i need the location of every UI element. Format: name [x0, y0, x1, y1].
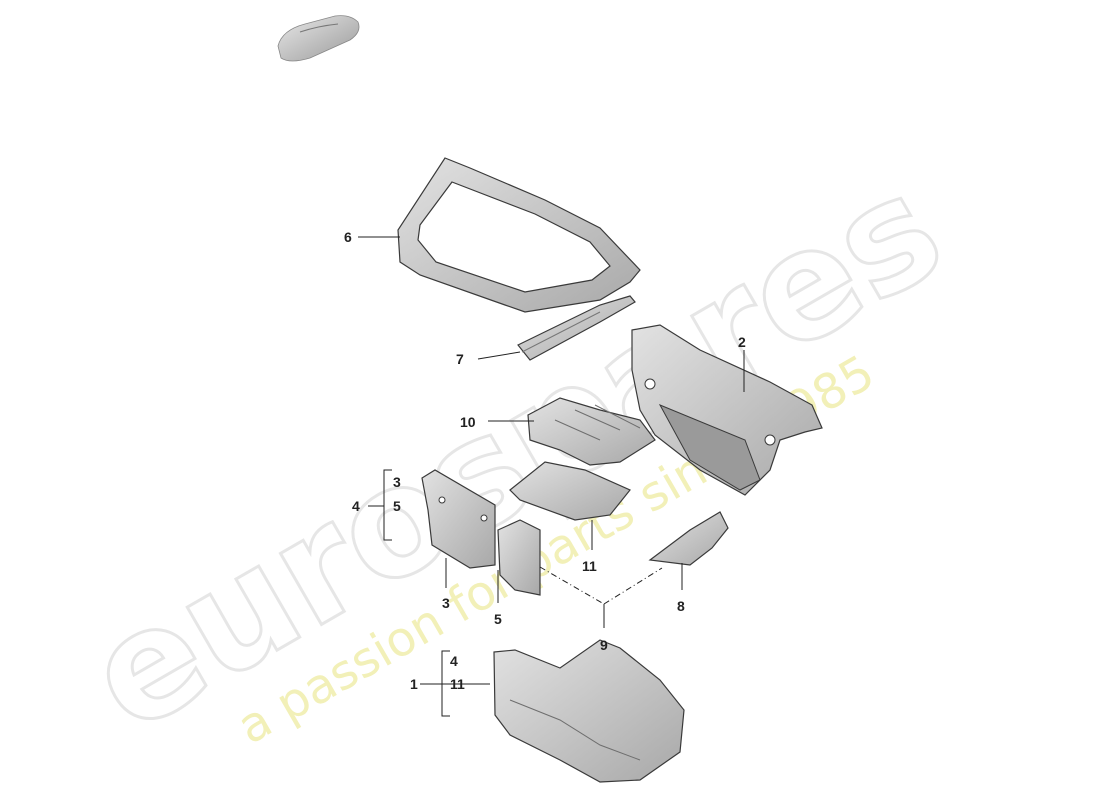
callout-2: 2	[738, 334, 746, 350]
callout-8: 8	[677, 598, 685, 614]
callout-6: 6	[344, 229, 352, 245]
car-thumbnail-icon	[277, 15, 360, 62]
part-11-cover-plate	[509, 461, 631, 521]
callout-3-group: 3	[393, 474, 401, 490]
callout-4-group: 4	[450, 653, 458, 669]
callout-7: 7	[456, 351, 464, 367]
callout-10: 10	[460, 414, 476, 430]
part-10-floor-panel	[527, 397, 656, 466]
callout-1: 1	[410, 676, 418, 692]
callout-11-group: 11	[450, 676, 465, 692]
group-bracket-1	[441, 650, 450, 717]
part-1-floor-tunnel	[493, 639, 685, 783]
callout-3: 3	[442, 595, 450, 611]
callout-5: 5	[494, 611, 502, 627]
dash-dot-lines	[539, 566, 663, 605]
group-bracket-4	[383, 469, 392, 541]
callout-4: 4	[352, 498, 360, 514]
part-5-bracket	[497, 519, 541, 596]
part-2-bulkhead	[631, 324, 823, 496]
part-3-side-panel	[421, 469, 496, 569]
part-6-frame	[397, 157, 641, 313]
part-7-cross-member	[517, 295, 636, 361]
callout-labels: 6 7 2 10 4 3 5 3 5 11 8 9 1 4 11	[344, 229, 746, 692]
leader-lines	[358, 236, 745, 685]
callout-11: 11	[582, 558, 597, 574]
callout-9: 9	[600, 637, 608, 653]
callout-5-group: 5	[393, 498, 401, 514]
part-8-rail	[648, 511, 729, 566]
